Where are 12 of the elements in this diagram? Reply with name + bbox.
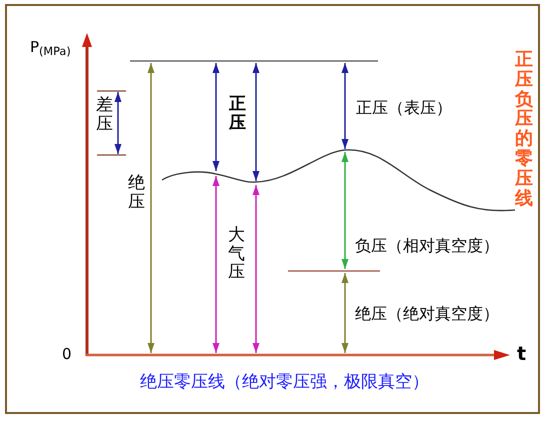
pressure-label: 绝压（绝对真空度）: [355, 303, 499, 325]
pressure-label: 负压（相对真空度）: [355, 235, 499, 257]
axis-tick-label: 0: [62, 344, 72, 365]
pressure-label: 正压（表压）: [356, 97, 452, 119]
pressure-label: 差压: [96, 96, 113, 134]
pressure-label: 大气压: [228, 226, 245, 282]
zero-line-label: 正压负压的零压线: [515, 50, 533, 208]
pressure-label: 绝压: [128, 174, 145, 212]
baseline-label: 绝压零压线（绝对零压强，极限真空）: [140, 371, 429, 394]
axis-label: P$_{(MPa)}$: [30, 37, 71, 58]
axis-label: t: [517, 342, 526, 367]
pressure-label: 正压: [229, 95, 246, 132]
